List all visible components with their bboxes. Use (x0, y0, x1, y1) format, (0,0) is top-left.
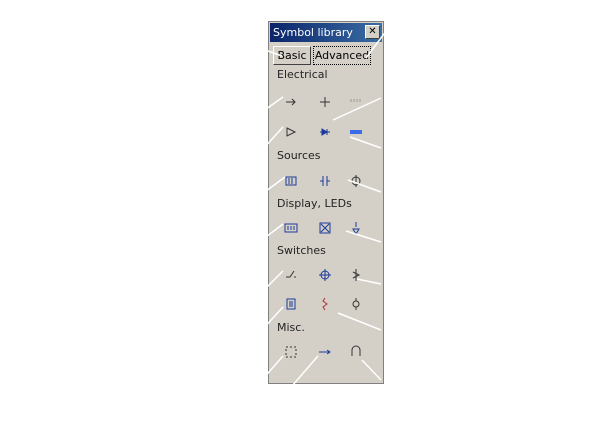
callout-arrow (332, 97, 382, 121)
callout-arrow (261, 223, 284, 241)
relay-icon[interactable] (347, 266, 365, 284)
callout-arrow (261, 96, 284, 113)
loop-icon[interactable] (347, 343, 365, 361)
callout-arrow (337, 312, 382, 331)
crosshair-icon[interactable] (316, 266, 334, 284)
switch-icon[interactable] (282, 266, 300, 284)
close-icon: ✕ (368, 26, 377, 37)
callout-arrow (361, 359, 382, 381)
section-switches: Switches (277, 244, 326, 257)
capacitor-icon[interactable] (316, 172, 334, 190)
triangle-icon[interactable] (282, 123, 300, 141)
lamp-icon[interactable] (316, 219, 334, 237)
section-misc: Misc. (277, 321, 305, 334)
tab-advanced[interactable]: Advanced (312, 45, 372, 66)
callout-arrow (261, 270, 284, 293)
battery-icon[interactable] (282, 172, 300, 190)
callout-arrow (291, 355, 319, 387)
symbol-library-window: Symbol library ✕ Basic Advanced Electric… (268, 21, 384, 384)
tick-marks-icon[interactable] (347, 93, 365, 111)
led-icon[interactable] (347, 219, 365, 237)
arrow-icon[interactable] (316, 343, 334, 361)
callout-arrow (349, 136, 382, 149)
callout-arrow (261, 126, 284, 151)
section-sources: Sources (277, 149, 321, 162)
callout-arrow (261, 355, 284, 381)
coil-icon[interactable] (282, 295, 300, 313)
dashed-box-icon[interactable] (282, 343, 300, 361)
tab-basic[interactable]: Basic (273, 46, 311, 65)
blue-bar-icon[interactable] (347, 123, 365, 141)
callout-arrow (253, 45, 283, 57)
close-button[interactable]: ✕ (365, 25, 380, 39)
diode-icon[interactable] (316, 123, 334, 141)
spring-icon[interactable] (316, 295, 334, 313)
section-electrical: Electrical (277, 68, 328, 81)
section-display: Display, LEDs (277, 197, 352, 210)
callout-arrow (347, 179, 382, 193)
callout-arrow (365, 29, 388, 59)
node-icon[interactable] (347, 295, 365, 313)
callout-arrow (261, 176, 286, 195)
callout-arrow (345, 230, 382, 243)
callout-arrow (356, 278, 382, 285)
window-title: Symbol library (273, 26, 353, 39)
arrow-right-icon[interactable] (282, 93, 300, 111)
display-icon[interactable] (282, 219, 300, 237)
callout-arrow (261, 306, 284, 331)
cross-icon[interactable] (316, 93, 334, 111)
title-bar[interactable]: Symbol library ✕ (270, 23, 382, 42)
